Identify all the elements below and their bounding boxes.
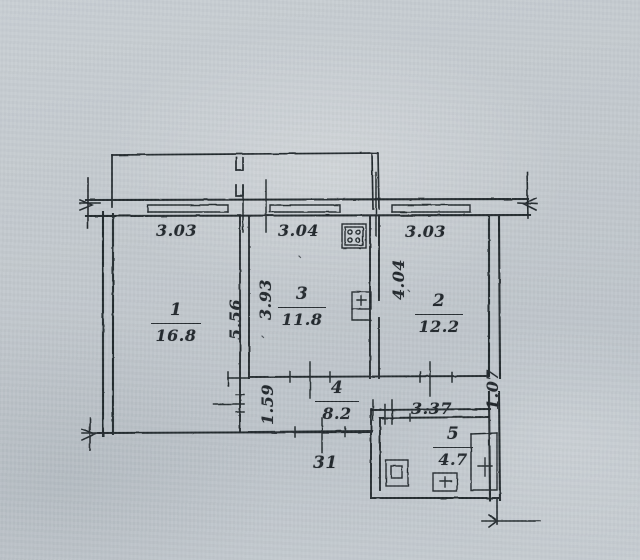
exterior-wall-right	[487, 214, 502, 502]
dimension-right-lower: 1.07	[483, 369, 502, 410]
room-1-number: 1	[169, 300, 183, 320]
room-2-number: 2	[432, 291, 446, 311]
dimension-top-mid: 3.04	[278, 221, 319, 240]
kitchen-sink-icon	[351, 291, 372, 321]
wall-corridor-top	[248, 375, 490, 378]
bathtub-icon	[470, 432, 498, 491]
room-3-number: 3	[295, 284, 309, 304]
fraction-bar	[415, 314, 463, 315]
dimension-short-stub: 1.59	[258, 384, 277, 425]
inner-dimension-ticks	[372, 399, 386, 425]
room-5-area: 4.7	[438, 450, 468, 469]
bathroom-sink-icon	[432, 472, 458, 492]
room-5-label: 5 4.7	[430, 424, 476, 469]
bathroom-walls	[370, 408, 501, 499]
interior-wall-room3-room2	[369, 215, 380, 379]
dimension-arrow-bottom-left	[80, 417, 105, 451]
dimension-bath-width: 3.37	[411, 399, 452, 418]
fraction-bar	[278, 307, 326, 308]
room-3-area: 11.8	[281, 310, 323, 329]
dimension-left-inner: 5.56	[226, 299, 245, 340]
room-5-number: 5	[446, 424, 460, 444]
door-jambs	[213, 361, 453, 453]
exterior-wall-top	[84, 197, 532, 218]
top-dimension-ticks	[242, 171, 377, 237]
room-4-area: 8.2	[322, 404, 352, 423]
room-4-label: 4 8.2	[312, 378, 362, 423]
pencil-marks	[261, 255, 411, 339]
dimension-mid-corridor: 3.93	[256, 279, 275, 320]
dimension-arrow-left	[78, 177, 101, 229]
dimension-room2-height: 4.04	[389, 259, 408, 300]
interior-wall-room1-room3	[239, 215, 250, 433]
window-openings-top	[147, 204, 471, 213]
room-1-label: 1 16.8	[148, 300, 204, 345]
bathroom-door-tick	[391, 399, 411, 425]
dimension-top-right: 3.03	[405, 222, 446, 241]
room-4-number: 4	[330, 378, 344, 398]
dimension-top-left: 3.03	[156, 221, 197, 240]
room-2-label: 2 12.2	[412, 291, 466, 336]
dimension-corridor-low: 31	[313, 453, 338, 473]
fraction-bar	[151, 323, 201, 324]
dimension-arrow-bottom-right	[481, 497, 541, 529]
room-1-area: 16.8	[155, 326, 197, 345]
stove-four-burner-icon	[341, 223, 367, 249]
exterior-wall-left	[101, 210, 115, 438]
toilet-icon	[385, 459, 409, 487]
room-3-label: 3 11.8	[275, 284, 329, 329]
dimension-arrow-right	[517, 171, 538, 219]
room-2-area: 12.2	[418, 317, 460, 336]
fraction-bar	[315, 401, 359, 402]
fraction-bar	[433, 447, 473, 448]
